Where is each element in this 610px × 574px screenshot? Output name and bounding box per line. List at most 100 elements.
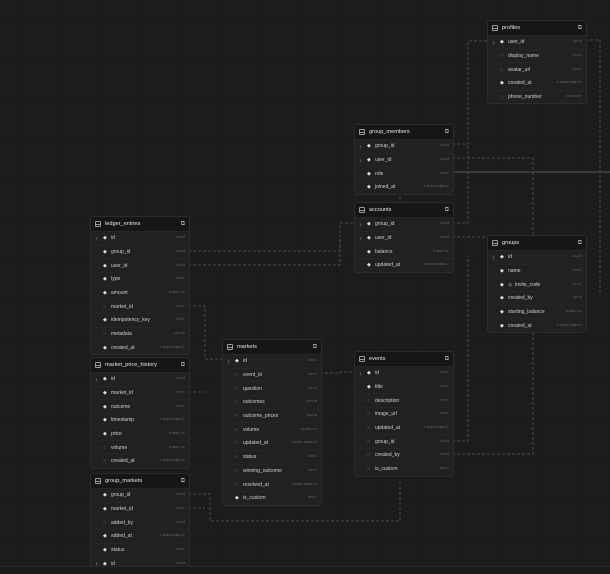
table-header[interactable]: profiles⧉ — [488, 21, 586, 35]
external-link-icon[interactable]: ⧉ — [444, 128, 449, 135]
column-name: role — [375, 170, 384, 177]
column-name: display_name — [508, 53, 539, 60]
table-icon — [227, 344, 233, 350]
filled-diamond-icon: ◆ — [367, 384, 371, 391]
external-link-icon[interactable]: ⧉ — [180, 477, 185, 484]
external-link-icon[interactable]: ⧉ — [312, 343, 317, 350]
filled-diamond-icon: ◆ — [500, 322, 504, 329]
external-link-icon[interactable]: ⧉ — [180, 361, 185, 368]
external-link-icon[interactable]: ⧉ — [444, 206, 449, 213]
filled-diamond-icon: ◆ — [367, 235, 371, 242]
hollow-circle-icon: ○ — [103, 303, 107, 310]
table-header[interactable]: markets⧉ — [223, 340, 321, 354]
external-link-icon[interactable]: ⧉ — [577, 24, 582, 31]
table-header[interactable]: group_members⧉ — [355, 125, 453, 139]
external-link-icon[interactable]: ⧉ — [180, 220, 185, 227]
table-header[interactable]: events⧉ — [355, 352, 453, 366]
column-type: text — [572, 67, 582, 72]
external-link-icon[interactable]: ⧉ — [444, 355, 449, 362]
column-name: created_at — [111, 344, 135, 351]
column-name: user_id — [111, 262, 128, 269]
filled-diamond-icon: ◆ — [235, 495, 239, 502]
table-header[interactable]: market_price_history⧉ — [91, 358, 189, 372]
table-header[interactable]: group_markets⧉ — [91, 474, 189, 488]
table-header[interactable]: accounts ⧉ — [355, 203, 453, 217]
table-name: accounts — [369, 207, 392, 213]
relation-line — [188, 237, 341, 266]
table-header[interactable]: ledger_entries⧉ — [91, 217, 189, 231]
external-link-icon[interactable]: ⧉ — [577, 239, 582, 246]
table-header[interactable]: groups⧉ — [488, 236, 586, 250]
